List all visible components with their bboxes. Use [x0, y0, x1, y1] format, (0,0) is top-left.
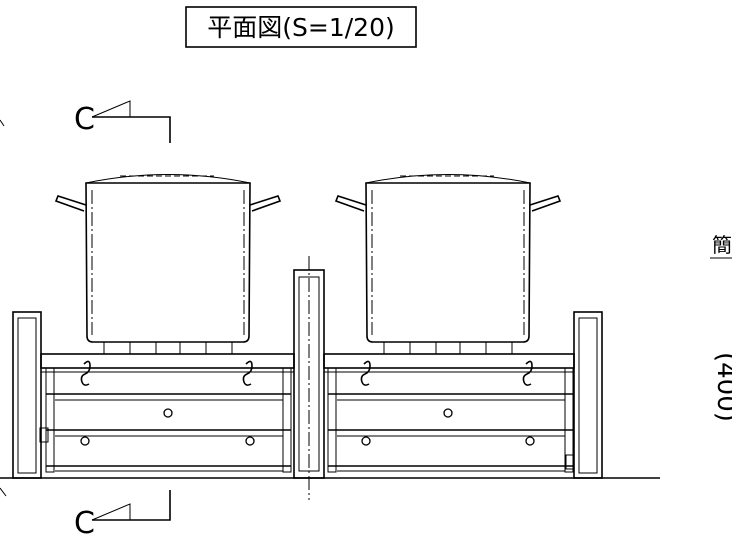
left-unit [40, 353, 295, 473]
pot-handle-left [54, 195, 87, 212]
right-hole-middle [443, 408, 453, 418]
dimension-label: (400) [711, 352, 732, 422]
title-block: 平面図(S=1/20) [185, 6, 417, 48]
section-mark-top: C [74, 100, 171, 143]
right-hole-low-right [525, 436, 535, 446]
right-bracket [565, 454, 575, 470]
hook-icon [522, 360, 533, 386]
title-text: 平面図(S=1/20) [207, 13, 394, 42]
hook-icon [80, 360, 91, 386]
left-top-rail [40, 353, 295, 369]
edge-mark-bottom [0, 487, 7, 497]
edge-mark-top [0, 119, 5, 127]
partial-label: 簡 [712, 233, 732, 257]
left-hole-middle [163, 408, 173, 418]
right-annotations: 簡 (400) [710, 233, 732, 422]
pot-handle-left [334, 195, 367, 212]
hook-icon [360, 360, 371, 386]
left-hole-low-right [245, 436, 255, 446]
section-letter-bottom: C [74, 506, 95, 540]
section-arrow-top [91, 100, 131, 118]
title-frame [185, 6, 417, 48]
right-top-rail [323, 353, 575, 369]
section-arrow-bottom [91, 503, 131, 521]
left-end-post [12, 311, 49, 479]
section-mark-bottom: C [74, 490, 171, 540]
hook-icon [242, 360, 253, 386]
section-line-top [92, 116, 171, 143]
left-hole-low-left [80, 436, 90, 446]
right-unit [323, 353, 575, 473]
pot-handle-right [529, 195, 562, 212]
right-end-post [565, 311, 603, 479]
right-hole-low-left [361, 436, 371, 446]
section-line-bottom [92, 490, 171, 521]
section-letter-top: C [74, 102, 95, 137]
left-bracket [39, 427, 49, 443]
pot-handle-right [249, 195, 282, 212]
pot-icon [54, 174, 282, 354]
pot-icon [334, 174, 562, 354]
